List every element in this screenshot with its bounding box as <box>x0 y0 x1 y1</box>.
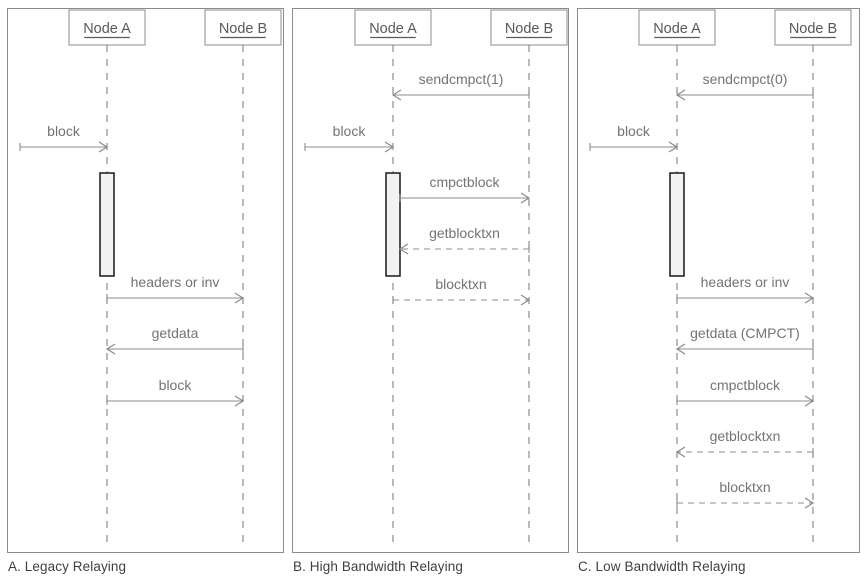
participant-box-node-b[interactable] <box>204 9 282 46</box>
message-label-getdata-cmpct: getdata (CMPCT) <box>690 325 800 341</box>
panel-high-bandwidth-relaying: Node A Node B sendcmpct(1) block cmpctblock g… <box>292 8 569 553</box>
arrowhead-block-out <box>234 395 245 407</box>
panel-legacy-relaying: Node A Node B block headers or inv getdata bl… <box>7 8 284 553</box>
message-label-blocktxn: blocktxn <box>719 479 770 495</box>
arrowhead-headers-or-inv <box>804 292 815 304</box>
arrowhead-blocktxn <box>520 294 531 306</box>
arrowhead-block-in <box>98 141 109 153</box>
participant-box-node-a[interactable] <box>354 9 432 46</box>
arrowhead-block-in <box>384 141 395 153</box>
message-label-block-in: block <box>333 123 367 139</box>
participant-label-node-b: Node B <box>789 21 837 37</box>
panel-low-bandwidth-relaying: Node A Node B sendcmpct(0) block headers or … <box>577 8 860 553</box>
panel-c-canvas: Node A Node B sendcmpct(0) block headers or … <box>589 9 852 543</box>
caption-panel-a: A. Legacy Relaying <box>8 559 127 574</box>
arrowhead-getdata-cmpct <box>675 343 686 355</box>
message-label-blocktxn: blocktxn <box>435 276 486 292</box>
participant-label-node-a: Node A <box>83 21 131 37</box>
message-label-block-in: block <box>617 123 651 139</box>
message-label-cmpctblock: cmpctblock <box>429 174 500 190</box>
arrowhead-blocktxn <box>804 497 815 509</box>
arrowhead-cmpctblock <box>804 395 815 407</box>
arrowhead-sendcmpct-0 <box>675 89 686 101</box>
panel-b-canvas: Node A Node B sendcmpct(1) block cmpctblock g… <box>304 9 568 543</box>
panel-a-canvas: Node A Node B block headers or inv getdata bl… <box>19 9 282 543</box>
arrowhead-headers-or-inv <box>234 292 245 304</box>
caption-panel-b: B. High Bandwidth Relaying <box>293 559 463 574</box>
arrowhead-sendcmpct-1 <box>391 89 402 101</box>
message-label-sendcmpct-1: sendcmpct(1) <box>419 71 504 87</box>
message-label-getblocktxn: getblocktxn <box>429 225 500 241</box>
message-label-headers-or-inv: headers or inv <box>131 274 220 290</box>
arrowhead-cmpctblock <box>520 192 531 204</box>
participant-box-node-a[interactable] <box>68 9 146 46</box>
participant-label-node-b: Node B <box>219 21 267 37</box>
message-label-sendcmpct-0: sendcmpct(0) <box>703 71 788 87</box>
activation-bar <box>385 172 401 277</box>
message-label-block-in: block <box>47 123 81 139</box>
message-label-cmpctblock: cmpctblock <box>710 377 781 393</box>
activation-bar <box>99 172 115 277</box>
participant-label-node-b: Node B <box>505 21 553 37</box>
participant-label-node-a: Node A <box>653 21 701 37</box>
participant-box-node-b[interactable] <box>490 9 568 46</box>
activation-bar <box>669 172 685 277</box>
message-label-headers-or-inv: headers or inv <box>701 274 790 290</box>
participant-box-node-a[interactable] <box>638 9 716 46</box>
arrowhead-getblocktxn <box>675 446 686 458</box>
participant-label-node-a: Node A <box>369 21 417 37</box>
arrowhead-block-in <box>668 141 679 153</box>
participant-box-node-b[interactable] <box>774 9 852 46</box>
message-label-getdata: getdata <box>152 325 199 341</box>
arrowhead-getdata <box>105 343 116 355</box>
arrowhead-getblocktxn <box>398 243 409 255</box>
caption-panel-c: C. Low Bandwidth Relaying <box>578 559 746 574</box>
message-label-getblocktxn: getblocktxn <box>710 428 781 444</box>
message-label-block-out: block <box>159 377 193 393</box>
